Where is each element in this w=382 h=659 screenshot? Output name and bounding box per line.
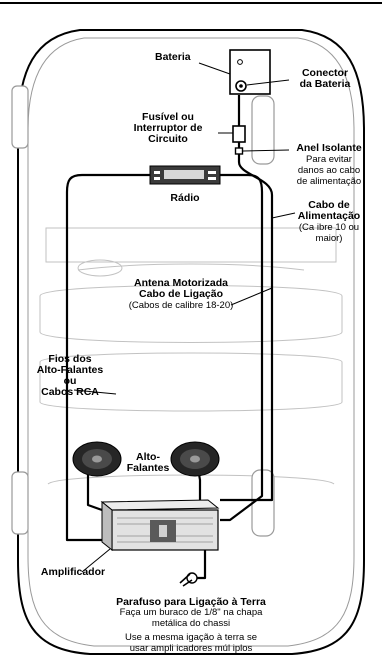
speaker-wires-label-3: ou	[63, 375, 77, 387]
battery-connector-dot	[239, 84, 243, 88]
power-cable-note-1: (Ca ibre 10 ou	[298, 222, 360, 233]
ground-bolt-icon	[179, 572, 198, 587]
battery-label: Bateria	[155, 51, 191, 63]
speaker-wires-label-2: Alto-Falantes	[36, 364, 104, 376]
ground-title: Parafuso para Ligação à Terra	[116, 596, 266, 608]
antenna-label-2: Cabo de Ligação	[138, 288, 223, 300]
amplifier-label: Amplificador	[40, 566, 106, 578]
antenna-label-1: Antena Motorizada	[134, 277, 228, 289]
power-cable-note-2: maior)	[315, 233, 343, 244]
amplifier	[100, 499, 220, 552]
grommet-note-1: Para evitar	[306, 154, 352, 165]
grommet-note-3: de alimentação	[296, 176, 362, 187]
speaker-wires-label-1: Fios dos	[48, 353, 92, 365]
car-inner-outline	[27, 37, 355, 647]
ground-note-1: Faça um buraco de 1/8" na chapa	[119, 607, 263, 618]
top-rule	[0, 2, 382, 4]
fuse-icon	[232, 125, 246, 143]
battery-terminal	[237, 59, 243, 65]
speaker-left	[72, 441, 122, 477]
fuse-label-3: Circuito	[148, 133, 188, 145]
radio-wire-left	[65, 173, 150, 542]
speaker-right	[170, 441, 220, 477]
fuse-label-2: Interruptor de	[133, 122, 203, 134]
fuse-label-1: Fusível ou	[142, 111, 194, 123]
speaker-wires-label-4: Cabos RCA	[41, 386, 99, 398]
wiring	[65, 95, 274, 580]
battery-connector-label-2: da Bateria	[299, 78, 351, 90]
ground-wire	[195, 538, 207, 580]
antenna-note: (Cabos de calibre 18-20)	[128, 300, 234, 311]
grommet-label: Anel Isolante	[296, 142, 362, 154]
wheel-rear-left	[11, 471, 29, 535]
power-cable-label-1: Cabo de	[308, 199, 350, 211]
wheels	[11, 85, 275, 537]
speakers-label-1: Alto-	[136, 451, 160, 463]
wheel-front-left	[11, 85, 29, 149]
ground-note-3: Use a mesma igação à terra se	[124, 632, 257, 643]
radio-display	[164, 170, 204, 179]
grommet-note-2: danos ao cabo	[297, 165, 361, 176]
battery-connector-label-1: Conector	[301, 67, 349, 79]
leader-lines	[73, 62, 296, 573]
ground-note-4: usar ampli icadores múl iplos	[129, 643, 253, 654]
wheel-front-right	[251, 95, 275, 165]
power-cable-label-2: Alimentação	[297, 210, 361, 222]
interior-panels	[39, 227, 343, 485]
grommet-icon	[234, 147, 244, 155]
radio-label: Rádio	[170, 192, 200, 204]
ground-note-2: metálica do chassi	[151, 618, 231, 629]
radio-wire-right	[220, 173, 264, 522]
speakers-label-2: Falantes	[126, 462, 170, 474]
radio-buttons	[154, 171, 216, 180]
